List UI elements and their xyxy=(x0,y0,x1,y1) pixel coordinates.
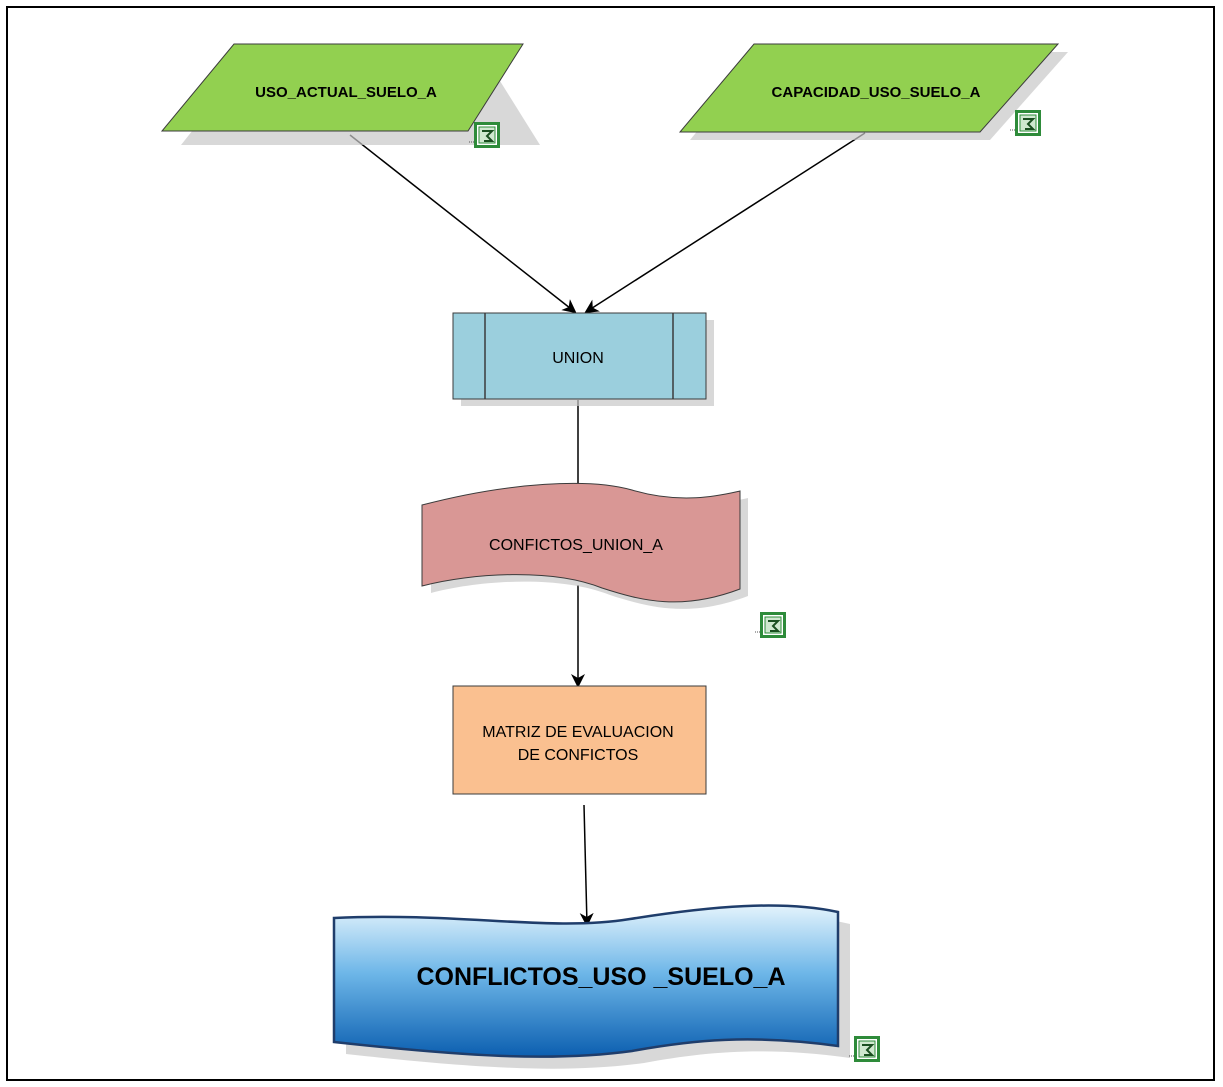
node-uso-actual-suelo[interactable]: USO_ACTUAL_SUELO_A xyxy=(160,43,540,145)
process-shape xyxy=(452,312,707,400)
node-capacidad-uso-suelo[interactable]: CAPACIDAD_USO_SUELO_A xyxy=(678,43,1068,140)
model-link-icon[interactable] xyxy=(754,611,787,639)
node-label: CONFLICTOS_USO _SUELO_A xyxy=(416,963,785,991)
edge-capacidad-to-union xyxy=(584,132,866,314)
model-link-icon[interactable] xyxy=(1009,109,1042,137)
node-label: UNION xyxy=(552,350,604,367)
node-label: CAPACIDAD_USO_SUELO_A xyxy=(772,84,981,101)
node-conflictos-uso-suelo[interactable]: CONFLICTOS_USO _SUELO_A xyxy=(332,775,850,1069)
node-label: CONFICTOS_UNION_A xyxy=(489,537,663,554)
node-label-line2: DE CONFICTOS xyxy=(518,747,639,764)
node-matriz-evaluacion[interactable]: MATRIZ DE EVALUACION DE CONFICTOS xyxy=(452,685,707,795)
model-link-icon[interactable] xyxy=(848,1035,881,1063)
node-union[interactable]: UNION xyxy=(452,312,714,406)
node-label: USO_ACTUAL_SUELO_A xyxy=(255,84,437,101)
edge-matriz-to-conflictos-uso xyxy=(579,804,594,927)
process-shape xyxy=(452,685,707,795)
node-label-line1: MATRIZ DE EVALUACION xyxy=(482,724,673,741)
edges xyxy=(349,132,866,927)
document-shape xyxy=(332,904,840,1058)
node-confictos-union[interactable]: CONFICTOS_UNION_A xyxy=(421,482,748,609)
document-shape xyxy=(421,482,741,603)
parallelogram-shape xyxy=(160,43,524,132)
parallelogram-shape xyxy=(678,43,1060,133)
edge-uso-actual-to-union xyxy=(349,134,577,314)
